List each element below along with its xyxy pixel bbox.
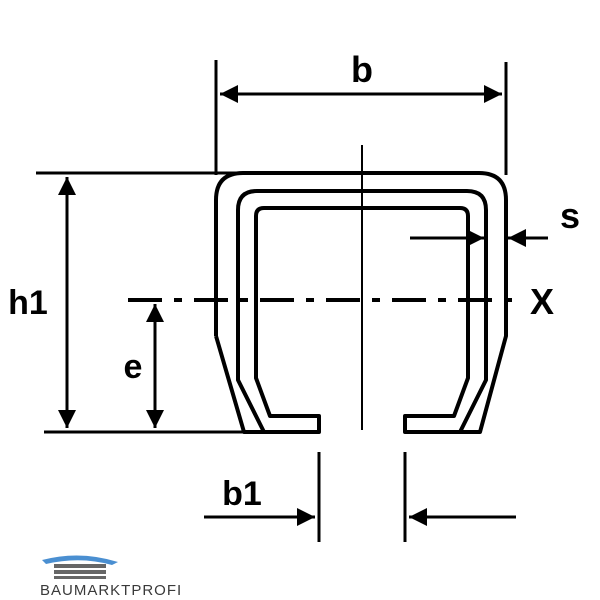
baumarktprofi-logo: BAUMARKTPROFI bbox=[40, 548, 181, 600]
roof-icon bbox=[42, 555, 118, 579]
profile-outer-outline bbox=[236, 189, 488, 434]
logo-wordmark: BAUMARKTPROFI bbox=[40, 582, 183, 599]
label-b1: b1 bbox=[222, 475, 262, 513]
profile-outer-wall bbox=[214, 171, 508, 434]
label-e: e bbox=[124, 348, 143, 386]
label-x: X bbox=[530, 281, 554, 322]
label-b: b bbox=[351, 49, 373, 90]
label-s: s bbox=[560, 195, 580, 236]
label-h1: h1 bbox=[8, 284, 48, 322]
